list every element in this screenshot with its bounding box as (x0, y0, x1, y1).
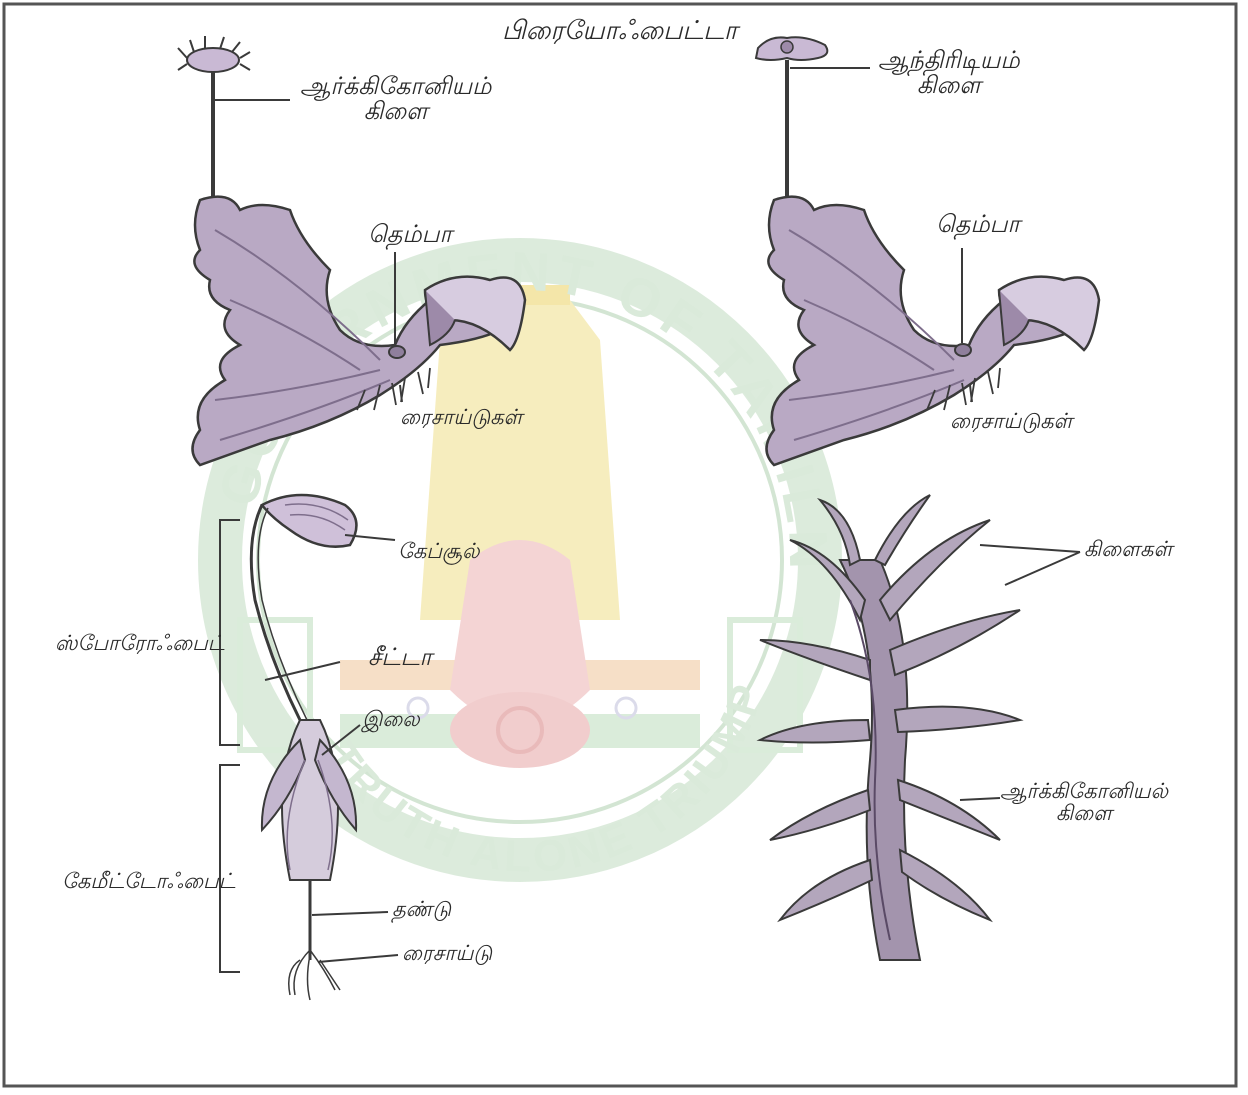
label-archegonial-branch-line1: ஆர்க்கிகோனியல் (1000, 780, 1168, 802)
label-stem: தண்டு (392, 898, 451, 920)
label-leaf: இலை (362, 708, 420, 730)
label-branches: கிளைகள் (1084, 538, 1172, 560)
label-rhizoids-left: ரைசாய்டுகள் (400, 406, 522, 428)
label-rhizoid: ரைசாய்டு (402, 942, 492, 964)
label-antheridium-stalk-line2: கிளை (917, 73, 981, 98)
label-archegonium-stalk-line2: கிளை (364, 99, 428, 124)
antheridiophore-head (756, 37, 827, 60)
label-capsule: கேப்சூல் (398, 540, 480, 562)
label-thallus-left: தெம்பா (368, 222, 452, 247)
diagram-title: பிரையோஃபைட்டா (502, 18, 737, 45)
label-sporophyte: ஸ்போரோஃபைட் (55, 632, 224, 654)
label-archegonium-stalk: ஆர்க்கிகோனியம் கிளை (300, 74, 491, 124)
label-archegonium-stalk-line1: ஆர்க்கிகோனியம் (300, 74, 491, 99)
label-antheridium-stalk-line1: ஆந்திரிடியம் (878, 48, 1020, 73)
label-gametophyte: கேமீட்டோஃபைட் (62, 870, 235, 892)
label-archegonial-branch-line2: கிளை (1056, 802, 1112, 824)
page-border (4, 4, 1236, 1086)
label-archegonial-branch: ஆர்க்கிகோனியல் கிளை (1000, 780, 1168, 824)
label-rhizoids-right: ரைசாய்டுகள் (950, 410, 1072, 432)
label-seta: சீட்டா (368, 645, 432, 670)
label-antheridium-stalk: ஆந்திரிடியம் கிளை (878, 48, 1020, 98)
label-thallus-right: தெம்பா (936, 212, 1020, 237)
